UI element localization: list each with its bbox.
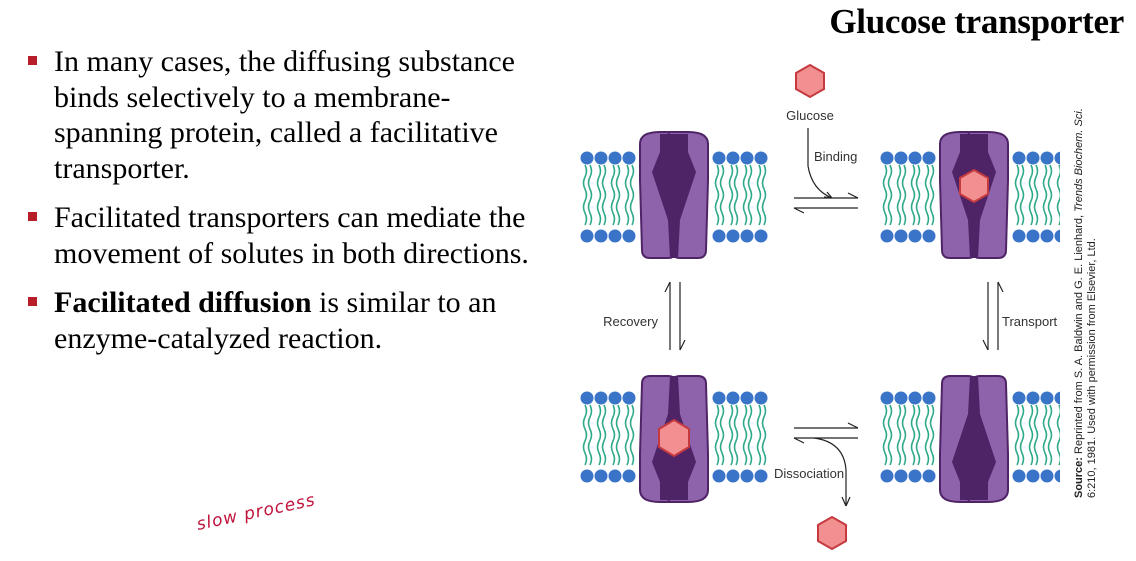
recovery-label: Recovery bbox=[603, 314, 658, 329]
credit-line-1: Source: Reprinted from S. A. Baldwin and… bbox=[1073, 108, 1086, 498]
transporter-protein bbox=[939, 375, 1009, 503]
equilibrium-arrow-left bbox=[664, 281, 686, 351]
handwritten-note: slow process bbox=[195, 490, 318, 535]
equilibrium-arrow-bottom bbox=[793, 422, 859, 444]
glucose-label: Glucose bbox=[786, 108, 834, 123]
membrane-bilayer bbox=[880, 391, 1060, 483]
membrane-bilayer bbox=[580, 151, 768, 243]
credit-line-1-text: Reprinted from S. A. Baldwin and G. E. L… bbox=[1073, 211, 1085, 458]
bullet-item-3-rest: is similar to an enzyme-catalyzed reacti… bbox=[54, 286, 497, 355]
panel-top-left bbox=[580, 131, 768, 259]
glucose-bound-icon bbox=[959, 168, 989, 204]
membrane-bilayer bbox=[580, 391, 768, 483]
credit-journal: Trends Biochem. Sci. bbox=[1073, 108, 1085, 212]
bullet-item-1: In many cases, the diffusing substance b… bbox=[26, 44, 546, 186]
panel-bottom-left bbox=[580, 375, 768, 503]
bullet-item-3: Facilitated diffusion is similar to an e… bbox=[26, 285, 546, 356]
handwritten-annotation: slow process bbox=[195, 490, 318, 535]
transport-label: Transport bbox=[1002, 314, 1058, 329]
credit-line-2: 6:210, 1981. Used with permission from E… bbox=[1086, 238, 1098, 498]
bullet-list: In many cases, the diffusing substance b… bbox=[26, 44, 546, 370]
membrane-bilayer bbox=[880, 151, 1060, 243]
panel-top-right bbox=[880, 131, 1060, 259]
equilibrium-arrow-right bbox=[982, 281, 1004, 351]
equilibrium-arrow-top bbox=[793, 192, 859, 214]
bullet-item-2: Facilitated transporters can mediate the… bbox=[26, 200, 546, 271]
glucose-bound-icon bbox=[658, 418, 690, 458]
bullet-item-3-bold: Facilitated diffusion bbox=[54, 286, 312, 319]
source-credit: Source: Reprinted from S. A. Baldwin and… bbox=[1073, 108, 1099, 498]
slide-title: Glucose transporter bbox=[829, 2, 1124, 41]
dissociation-arrow bbox=[813, 437, 851, 507]
panel-bottom-right bbox=[880, 375, 1060, 503]
dissociation-label: Dissociation bbox=[774, 466, 844, 481]
transport-diagram: Glucose Binding Transport Recovery Disso… bbox=[580, 63, 1060, 551]
glucose-free-icon bbox=[795, 63, 825, 99]
transporter-protein bbox=[639, 131, 709, 259]
credit-source-label: Source: bbox=[1073, 457, 1085, 498]
glucose-released-icon bbox=[817, 515, 847, 551]
binding-label: Binding bbox=[814, 149, 857, 164]
